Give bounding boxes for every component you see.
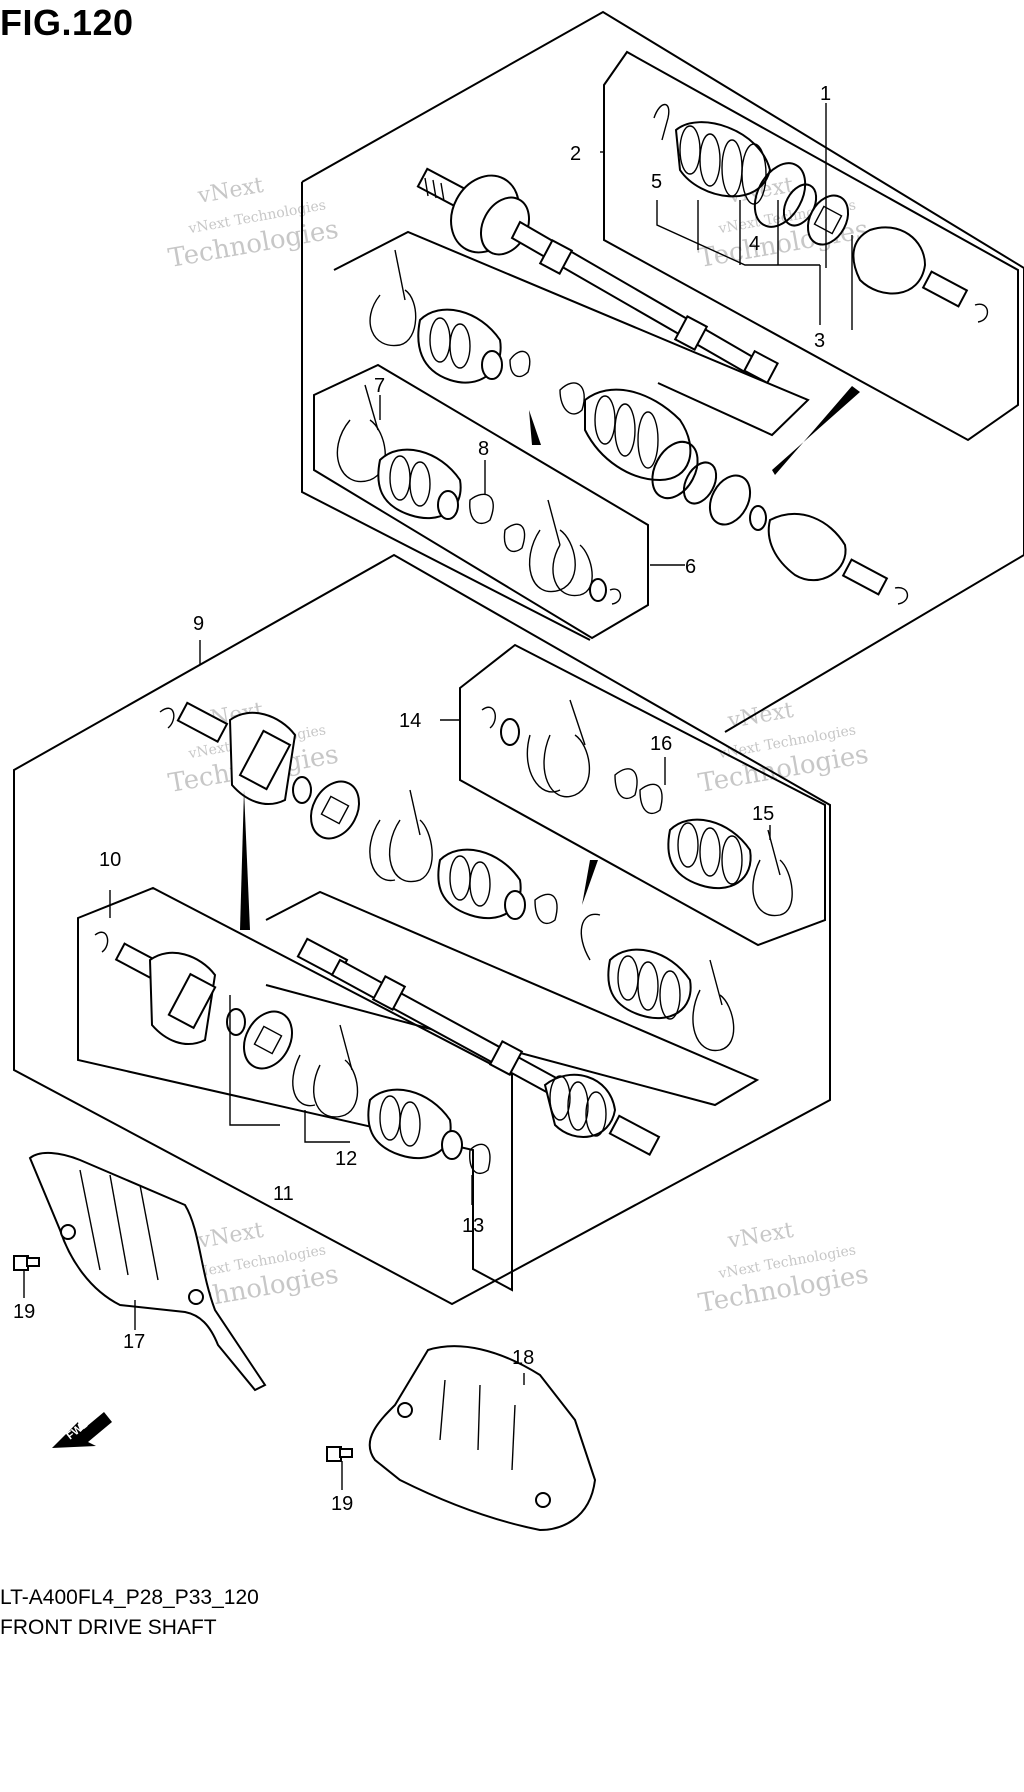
callout-6: 6 — [685, 556, 696, 578]
svg-text:vNext: vNext — [195, 173, 265, 209]
callout-3: 3 — [814, 330, 825, 352]
callout-17: 17 — [123, 1331, 145, 1353]
callout-19: 19 — [331, 1493, 353, 1515]
callout-18: 18 — [512, 1347, 534, 1369]
callout-15: 15 — [752, 803, 774, 825]
callout-19: 19 — [13, 1301, 35, 1323]
lower-right-boot-group — [481, 699, 793, 917]
figure-code: LT-A400FL4_P28_P33_120 — [0, 1586, 259, 1609]
callout-2: 2 — [570, 143, 581, 165]
callout-7: 7 — [374, 375, 385, 397]
upper-boot-group — [369, 249, 909, 605]
callout-12: 12 — [335, 1148, 357, 1170]
callout-1: 1 — [820, 83, 831, 105]
callout-5: 5 — [651, 171, 662, 193]
lower-assembly-outline — [13, 553, 831, 1306]
callout-labels: 1 2 3 4 5 6 7 8 9 10 11 12 13 14 15 16 1… — [13, 83, 831, 1515]
leader-lines — [23, 103, 853, 1490]
guard-17 — [28, 1152, 267, 1392]
callout-9: 9 — [193, 613, 204, 635]
guard-18 — [368, 1345, 597, 1532]
lower-drive-shaft — [296, 937, 661, 1156]
direction-arrow — [529, 410, 541, 445]
svg-text:vNext: vNext — [725, 698, 795, 734]
bolt-19 — [326, 1446, 353, 1462]
lower-left-boot-group — [580, 913, 735, 1052]
fwd-arrow-icon: FWD — [52, 1412, 112, 1448]
direction-arrow — [240, 790, 250, 930]
upper-right-cv-joint-group — [653, 103, 989, 323]
direction-arrow — [772, 386, 860, 475]
callout-13: 13 — [462, 1215, 484, 1237]
callout-16: 16 — [650, 733, 672, 755]
watermark: vNext vNext Technologies Technologies — [696, 1218, 871, 1319]
callout-8: 8 — [478, 438, 489, 460]
upper-assembly-outline — [301, 10, 1024, 733]
callout-11: 11 — [273, 1183, 294, 1205]
bolt-19 — [13, 1255, 40, 1271]
watermark: vNext vNext Technologies Technologies — [166, 173, 341, 274]
svg-text:vNext: vNext — [725, 1218, 795, 1254]
callout-14: 14 — [399, 710, 421, 732]
figure-title: FIG.120 — [0, 2, 134, 43]
figure-caption: LT-A400FL4_P28_P33_120 FRONT DRIVE SHAFT — [0, 1583, 259, 1643]
upper-left-cv-joint-group — [336, 384, 622, 605]
upper-drive-shaft — [416, 167, 779, 385]
lower-cv-joint-group — [159, 701, 598, 930]
callout-4: 4 — [749, 233, 760, 255]
callout-10: 10 — [99, 849, 121, 871]
figure-name: FRONT DRIVE SHAFT — [0, 1616, 217, 1639]
lower-inner-joint-group — [94, 931, 491, 1175]
svg-text:vNext: vNext — [195, 1218, 265, 1254]
direction-arrow — [582, 860, 598, 905]
